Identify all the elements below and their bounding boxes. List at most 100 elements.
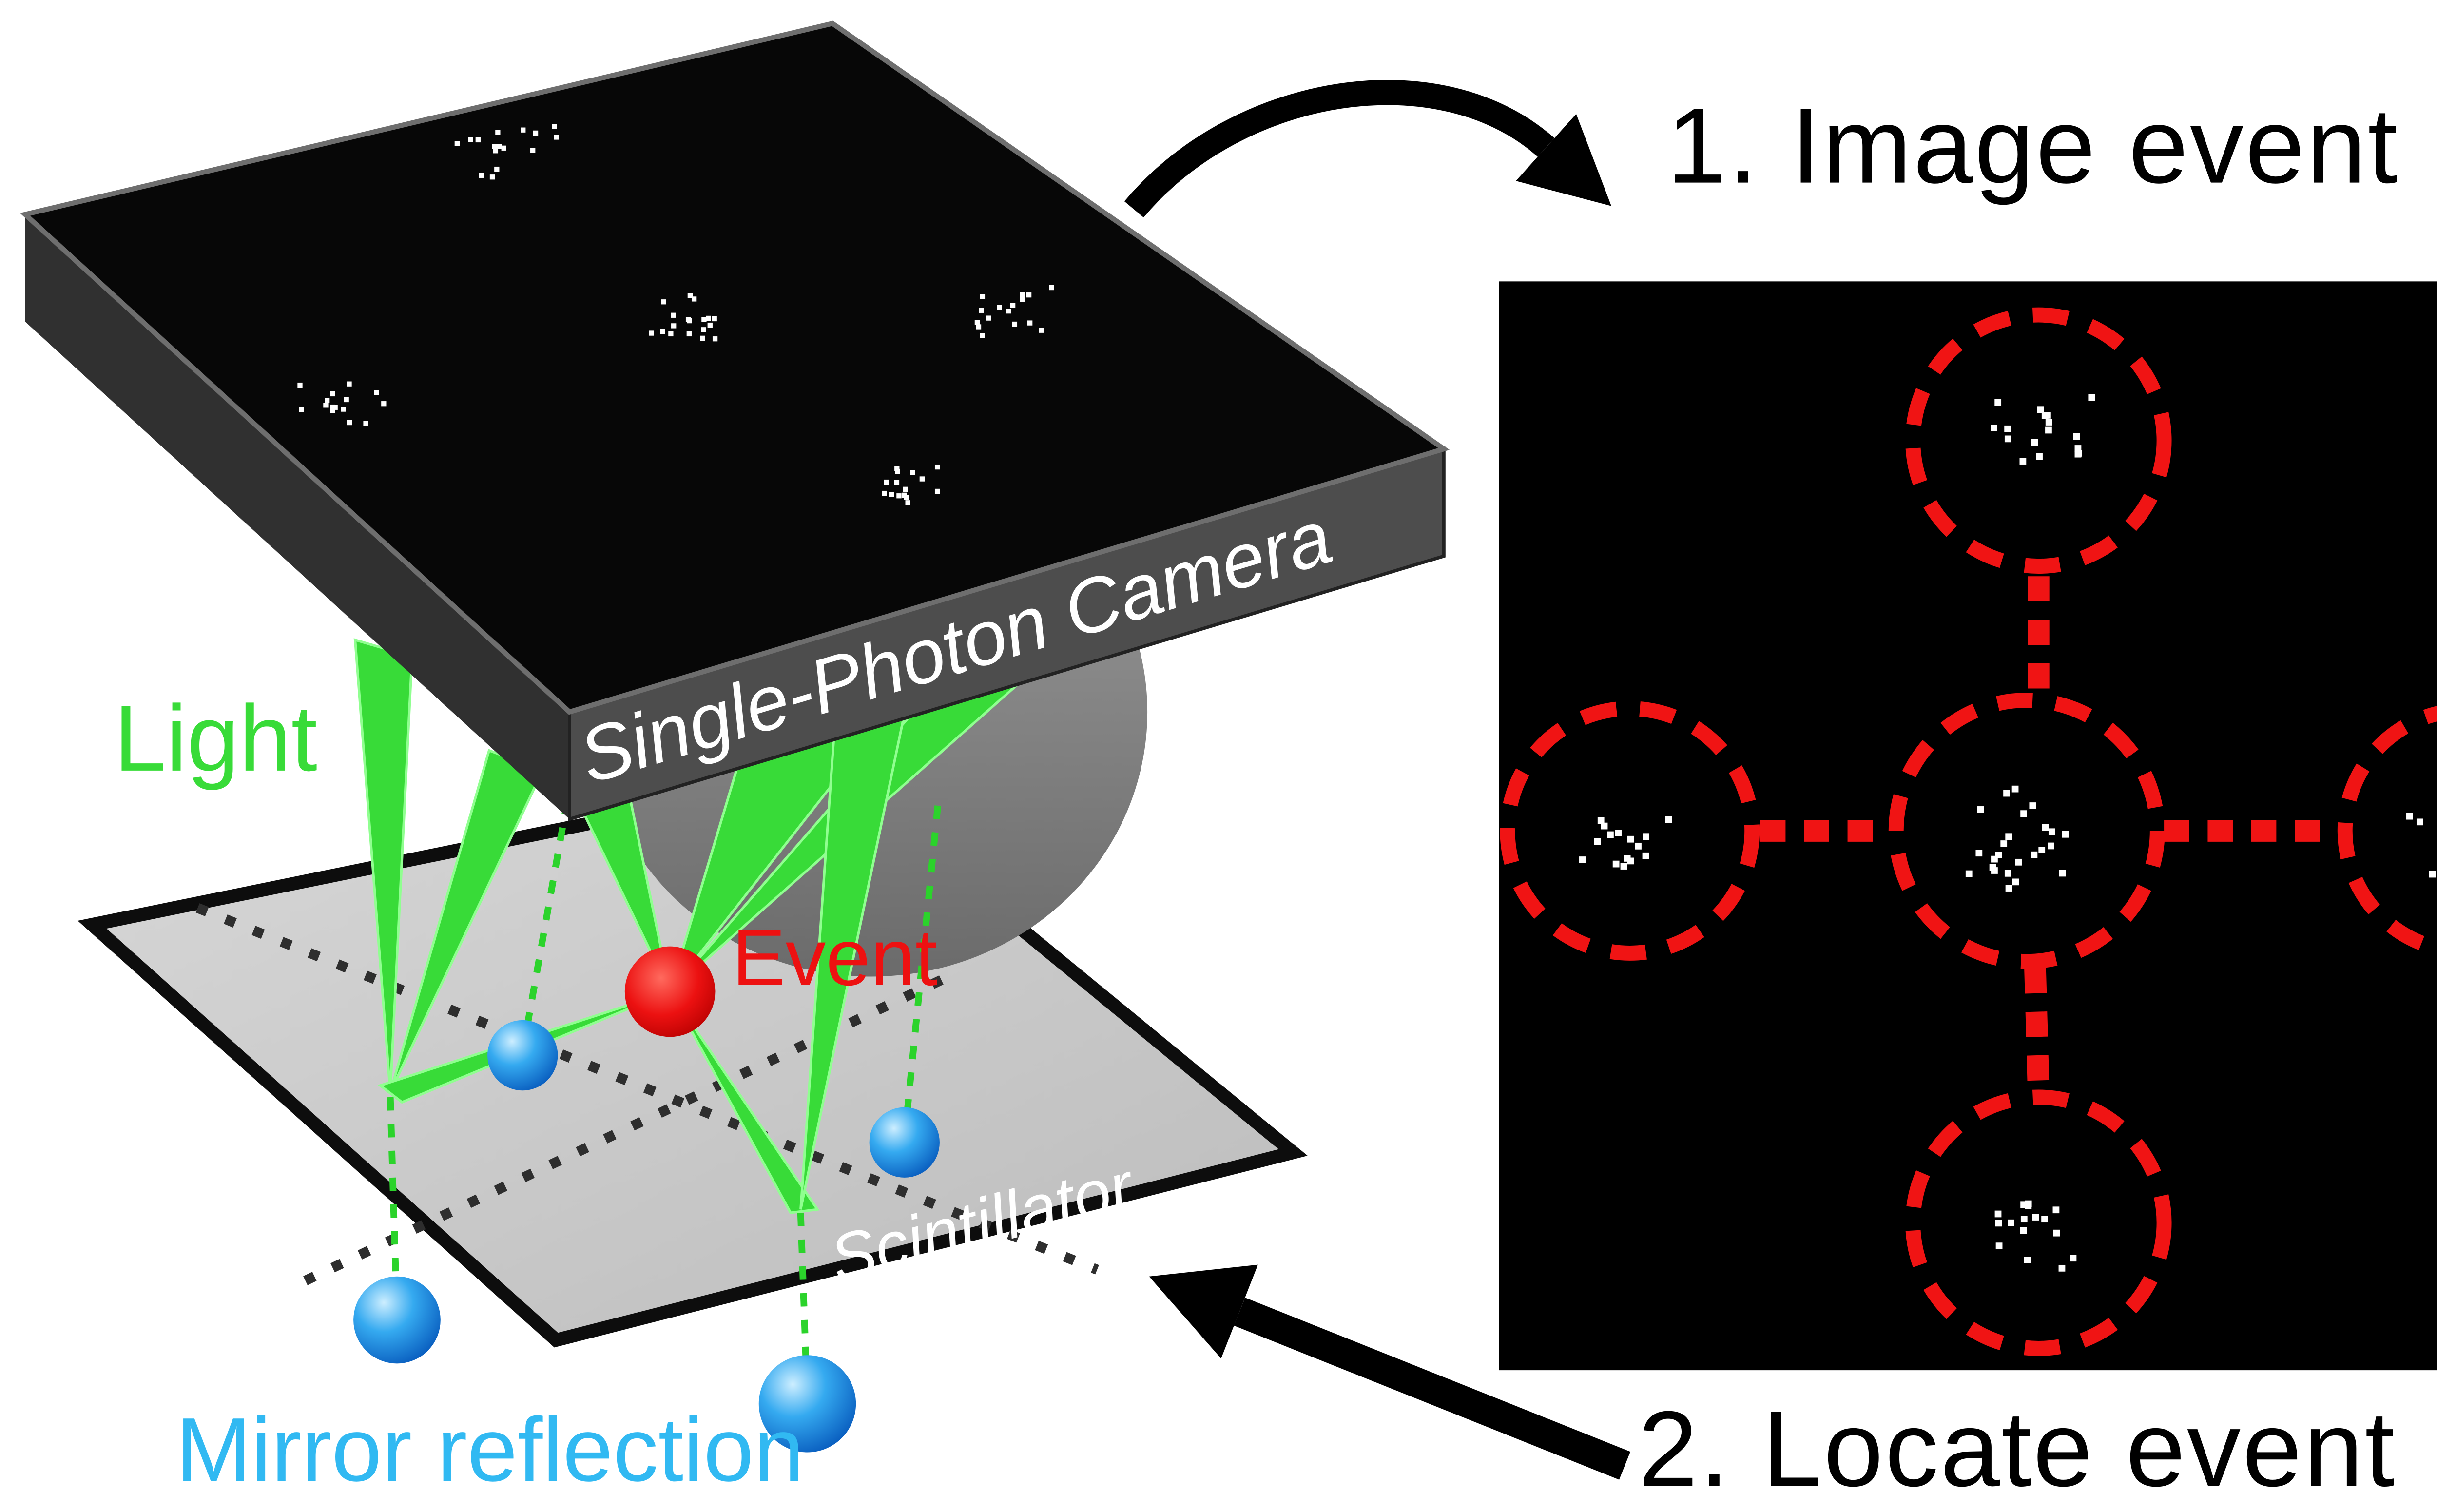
photon-dot <box>2070 1255 2077 1262</box>
photon-dot <box>2012 878 2019 886</box>
photon-dot <box>468 137 473 142</box>
photon-dot <box>687 293 693 298</box>
photon-dot <box>980 333 985 338</box>
photon-dot <box>895 468 900 474</box>
optical-setup-scene: Single-Photon Camera Light Event Scintil… <box>19 20 1450 1500</box>
dashed-line <box>387 1097 401 1317</box>
photon-dot <box>325 398 330 403</box>
camera-left-face <box>25 214 570 819</box>
photon-dot <box>671 323 677 329</box>
photon-dot <box>2003 790 2010 797</box>
detection-circles <box>1500 307 2437 1356</box>
photon-dot <box>347 381 352 387</box>
photon-dot <box>2058 1264 2066 1272</box>
photon-dot <box>2011 785 2019 793</box>
photon-dot <box>2052 1206 2060 1214</box>
photon-dot <box>2015 858 2022 866</box>
mirror-spheres <box>353 1020 940 1453</box>
photon-dot <box>494 166 500 172</box>
photon-dot <box>2406 813 2413 820</box>
photon-dot <box>323 403 329 408</box>
photon-dot <box>2041 1216 2048 1223</box>
photon-dot <box>344 397 349 403</box>
photon-dot <box>2031 439 2038 446</box>
photon-dot <box>1607 831 1614 838</box>
photon-dot <box>1597 817 1605 824</box>
photon-dot <box>1994 399 2002 406</box>
camera-photon-dots <box>297 124 1054 505</box>
detection-circle <box>1500 701 1760 961</box>
photon-dot <box>986 315 991 321</box>
photon-dot <box>552 124 557 129</box>
photon-dot <box>2008 1219 2014 1226</box>
photon-dot <box>330 391 335 397</box>
photon-dot <box>2005 885 2012 892</box>
plate-dotted-lines <box>195 903 1099 1291</box>
mirror-sphere <box>869 1107 940 1178</box>
mirror-sphere <box>758 1355 856 1453</box>
photon-dot <box>1620 863 1627 870</box>
event-sphere <box>624 946 716 1037</box>
photon-dot <box>1975 850 1983 857</box>
photon-dot <box>347 420 352 426</box>
photon-dot <box>521 127 526 133</box>
photon-dot <box>2020 1216 2028 1223</box>
photon-dot <box>2048 828 2055 835</box>
photon-dot <box>1991 867 1998 874</box>
photon-dot <box>894 480 900 485</box>
photon-dot <box>1594 838 1601 845</box>
connector-lines <box>1760 576 2339 1091</box>
photon-dot <box>341 407 346 412</box>
photon-dot <box>1601 822 1608 830</box>
photon-dot <box>2005 833 2012 840</box>
photon-dot <box>381 401 387 407</box>
photon-dot <box>882 490 887 496</box>
connector-line <box>2024 968 2050 1091</box>
photon-dot <box>2048 842 2054 850</box>
photon-dot <box>299 407 304 412</box>
photon-dot <box>489 174 495 180</box>
photon-dot <box>691 296 697 302</box>
photon-dot <box>712 316 717 322</box>
photon-dot <box>919 476 925 482</box>
photon-dot <box>1965 870 1973 877</box>
curved-arrow-head <box>1516 114 1612 206</box>
locate-arrow-head <box>1149 1264 1258 1359</box>
photon-dot <box>2038 847 2046 853</box>
photon-dot <box>2032 1214 2039 1221</box>
photon-dot <box>2037 406 2044 413</box>
photon-dot <box>1994 1210 2002 1218</box>
photon-dot <box>2053 1229 2060 1237</box>
photon-dot <box>2042 824 2049 831</box>
dashed-line <box>797 1212 811 1401</box>
photon-dot <box>1027 320 1033 326</box>
photon-dot <box>980 294 986 299</box>
photon-dot <box>1635 842 1642 850</box>
photon-dot <box>685 317 691 322</box>
detection-circle <box>1905 307 2172 574</box>
photon-dot <box>1026 292 1032 298</box>
step2-label: 2. Locate event <box>1638 1388 2397 1510</box>
photon-dot <box>2004 870 2011 877</box>
photon-dot <box>706 315 711 321</box>
photon-dot <box>661 299 666 305</box>
photon-dot <box>297 382 303 388</box>
photon-dot <box>934 464 940 470</box>
photon-dot <box>1039 328 1044 333</box>
photon-dot <box>2429 871 2436 878</box>
light-cone <box>669 991 820 1214</box>
photon-dot <box>2088 394 2095 401</box>
photon-dot <box>496 144 502 149</box>
photon-dot <box>554 135 559 140</box>
photon-dot <box>492 144 497 149</box>
light-cones <box>353 638 1031 1214</box>
photon-dot <box>2020 810 2027 817</box>
image-event-panel <box>1499 281 2437 1371</box>
photon-dot <box>2036 453 2043 460</box>
photon-dot <box>454 141 460 146</box>
photon-dot <box>905 500 910 505</box>
photon-dot <box>901 492 907 498</box>
photon-dot <box>2019 458 2027 465</box>
photon-dot <box>2000 840 2008 847</box>
photon-dot <box>1049 285 1054 291</box>
